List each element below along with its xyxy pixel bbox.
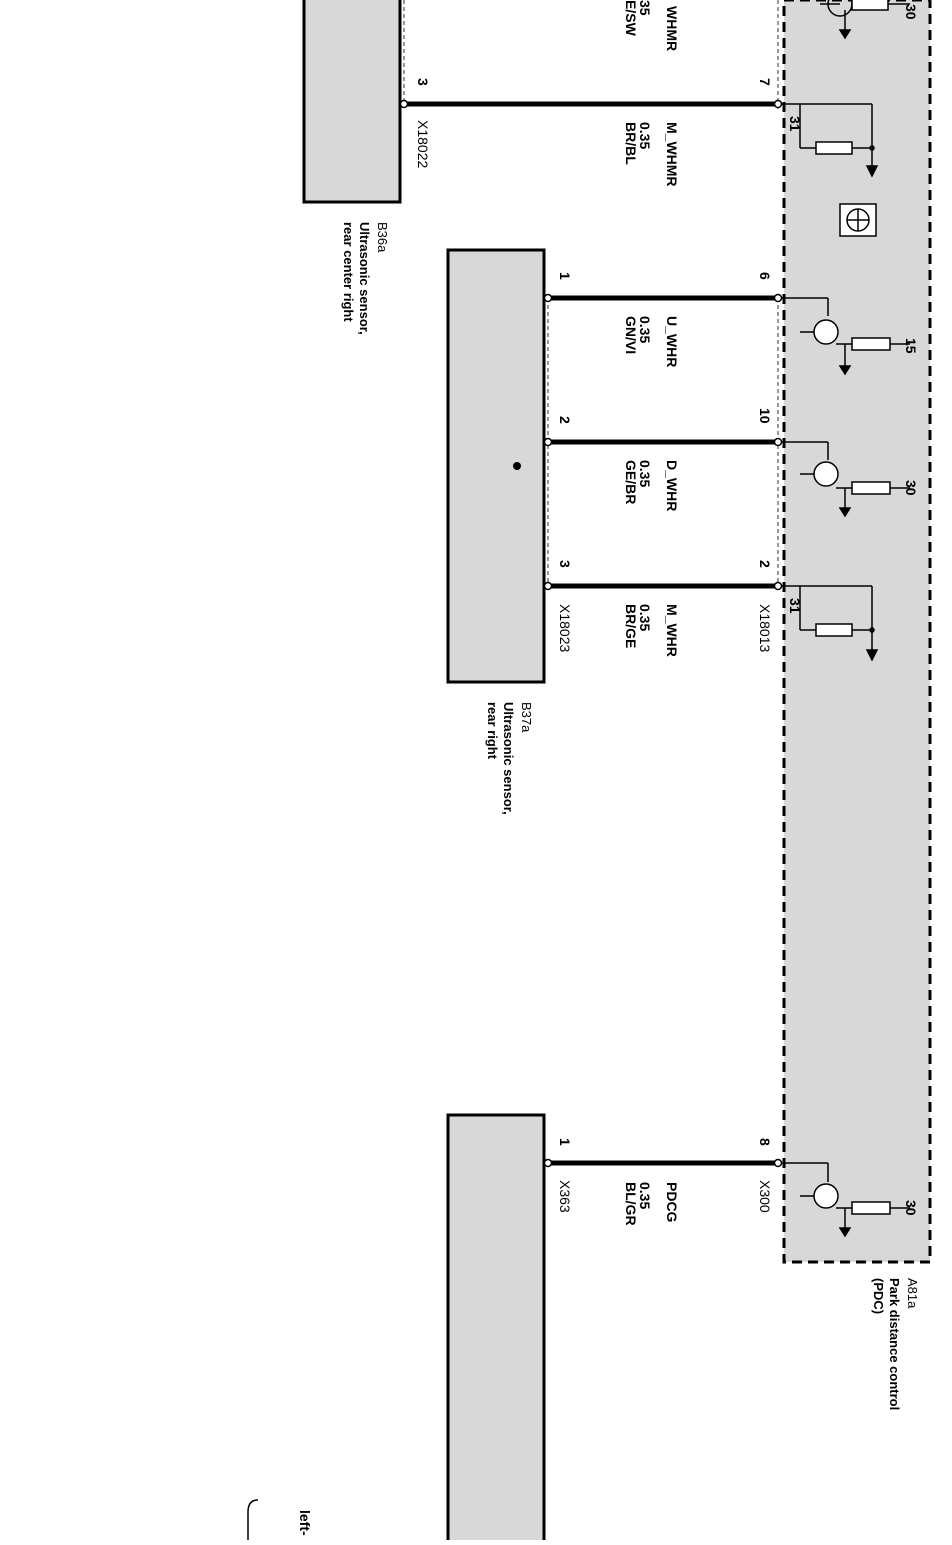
b36a-name-1: Ultrasonic sensor, xyxy=(357,222,372,335)
b37a-name-1: Ultrasonic sensor, xyxy=(501,702,516,815)
pin-pdc-10: 10 xyxy=(757,408,773,424)
footer-fragment: left- xyxy=(297,1510,313,1536)
pdc-ground-resistor-b xyxy=(782,585,879,662)
pdc-ground-resistor-a xyxy=(782,103,879,178)
supply-label-top: 30 xyxy=(903,4,919,20)
wire-u-whr-signal: U_WHR xyxy=(664,316,680,367)
sensor-b36a-body xyxy=(302,0,402,204)
pdc-transistor-pdcg xyxy=(782,1162,910,1238)
pin-b37a-2: 2 xyxy=(557,416,573,424)
sensor-b37a-body xyxy=(446,248,546,684)
pin-pdc-7: 7 xyxy=(757,78,773,86)
pin-pdc-6: 6 xyxy=(757,272,773,280)
wire-m-whr-gauge: 0.35 xyxy=(637,604,653,631)
b37a-name-2: rear right xyxy=(485,702,500,760)
a81a-name-1: Park distance control xyxy=(887,1278,902,1410)
supply-label-pdcg: 30 xyxy=(903,1200,919,1216)
connector-x300: X300 xyxy=(757,1180,773,1213)
wire-m-whmr-signal: M_WHMR xyxy=(664,122,680,187)
ground-label-a: 31 xyxy=(787,116,803,132)
wire-top-signal: WHMR xyxy=(664,6,680,51)
wire-u-whr-color: GN/VI xyxy=(623,316,639,354)
pdc-transistor-d xyxy=(782,441,910,518)
connector-x18013: X18013 xyxy=(757,604,773,652)
supply-label-d: 30 xyxy=(903,480,919,496)
pin-bottom-1: 1 xyxy=(557,1138,573,1146)
bracket-fragment xyxy=(247,1499,259,1540)
wire-m-whr-signal: M_WHR xyxy=(664,604,680,657)
ground-symbol-icon xyxy=(839,203,877,237)
wire-pdcg-gauge: 0.35 xyxy=(637,1182,653,1209)
pin-markers xyxy=(399,99,783,1168)
bottom-component-body xyxy=(446,1113,546,1545)
wire-u-whr-gauge: 0.35 xyxy=(637,316,653,343)
a81a-id: A81a xyxy=(905,1278,920,1309)
sensor-b37a-dot xyxy=(513,462,521,470)
pin-pdc-8: 8 xyxy=(757,1138,773,1146)
pdc-module-body xyxy=(782,0,932,1264)
wire-d-whr-color: GE/BR xyxy=(623,460,639,504)
wire-top-color: E/SW xyxy=(623,0,639,37)
ground-label-b: 31 xyxy=(787,598,803,614)
connector-x18023: X18023 xyxy=(557,604,573,652)
wire-pdcg-signal: PDCG xyxy=(664,1182,680,1223)
wire-m-whr-color: BR/GE xyxy=(623,604,639,648)
pin-b37a-1: 1 xyxy=(557,272,573,280)
b37a-id: B37a xyxy=(519,702,534,733)
supply-label-u: 15 xyxy=(903,338,919,354)
wire-m-whmr-gauge: 0.35 xyxy=(637,122,653,149)
pdc-internal-top xyxy=(820,0,910,40)
b36a-name-2: rear center right xyxy=(341,222,356,322)
connector-x363: X363 xyxy=(557,1180,573,1213)
b36a-id: B36a xyxy=(375,222,390,253)
pdc-transistor-u xyxy=(782,297,910,376)
pin-b36a-3: 3 xyxy=(415,78,431,86)
wire-d-whr-gauge: 0.35 xyxy=(637,460,653,487)
a81a-name-2: (PDC) xyxy=(871,1278,886,1314)
connector-x18022: X18022 xyxy=(415,120,431,168)
wire-pdcg-color: BL/GR xyxy=(623,1182,639,1226)
pin-b37a-3: 3 xyxy=(557,560,573,568)
wire-m-whmr-color: BR/BL xyxy=(623,122,639,165)
wire-top-gauge: 35 xyxy=(637,0,653,16)
pin-pdc-2: 2 xyxy=(757,560,773,568)
wire-d-whr-signal: D_WHR xyxy=(664,460,680,511)
